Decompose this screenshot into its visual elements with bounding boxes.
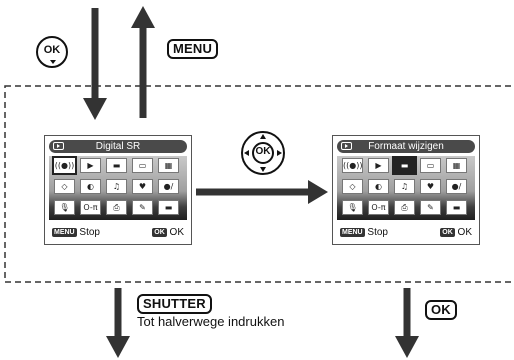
stop-label: Stop	[367, 227, 388, 238]
screen-footer: MENU Stop OK OK	[337, 226, 475, 240]
palette-icon[interactable]: ♫	[106, 179, 127, 194]
menu-key[interactable]: MENU	[167, 39, 219, 59]
palette-icon[interactable]: ▬	[446, 200, 467, 215]
palette-icon[interactable]: ▬	[158, 200, 179, 215]
ok-round-label: OK	[43, 44, 61, 56]
arrow-down-ok	[395, 288, 419, 358]
four-way-controller[interactable]: OK	[241, 131, 285, 175]
screen-title-bar: Formaat wijzigen	[337, 140, 475, 153]
left-arrow-icon	[244, 150, 249, 156]
palette-icon[interactable]: ⎙	[394, 200, 415, 215]
ok-key-icon: OK	[440, 228, 455, 237]
up-arrow-icon	[260, 134, 266, 139]
palette-icon[interactable]: ((●))	[342, 158, 363, 173]
palette-icon[interactable]: ⎙	[106, 200, 127, 215]
palette-icon[interactable]: ♥	[132, 179, 153, 194]
palette-icon[interactable]: ♫	[394, 179, 415, 194]
arrow-down-shutter	[106, 288, 130, 358]
footer-ok: OK OK	[440, 226, 472, 240]
arrow-right-center	[196, 180, 328, 204]
palette-icon[interactable]: ♥	[420, 179, 441, 194]
palette-icon[interactable]: ◐	[80, 179, 101, 194]
right-arrow-icon	[277, 150, 282, 156]
dashed-frame	[4, 85, 514, 283]
palette-icon[interactable]: ✎	[132, 200, 153, 215]
playback-icon	[341, 142, 352, 150]
palette-icon[interactable]: O-π	[80, 200, 101, 215]
palette-icon[interactable]: ▬	[106, 158, 127, 173]
screen-title: Digital SR	[95, 141, 141, 152]
palette-icon[interactable]: ▶	[80, 158, 101, 173]
ok-label: OK	[457, 227, 472, 238]
palette-icon[interactable]: ●/	[446, 179, 467, 194]
palette-icon[interactable]: ▭	[132, 158, 153, 173]
screen-footer: MENU Stop OK OK	[49, 226, 187, 240]
palette-icon[interactable]: ●/	[158, 179, 179, 194]
palette-icon[interactable]: ▦	[158, 158, 179, 173]
palette-icon[interactable]: ▦	[446, 158, 467, 173]
playback-icon	[53, 142, 64, 150]
palette-icon[interactable]: ▬	[392, 156, 417, 175]
down-triangle-icon	[50, 60, 56, 64]
ok-round-button[interactable]: OK	[36, 36, 68, 68]
ok-key-icon: OK	[152, 228, 167, 237]
down-arrow-icon	[260, 167, 266, 172]
screen-title-bar: Digital SR	[49, 140, 187, 153]
half-press-caption: Tot halverwege indrukken	[137, 314, 285, 329]
palette-icon[interactable]: ▶	[368, 158, 389, 173]
dpad-center	[252, 142, 274, 164]
palette-icon[interactable]: ((●))	[52, 156, 77, 175]
palette-icon[interactable]: ✎	[420, 200, 441, 215]
palette-icon[interactable]: O-π	[368, 200, 389, 215]
palette-icon[interactable]: 🎙	[54, 200, 75, 215]
lcd-screen-formaat-wijzigen: Formaat wijzigen ((●))▶▬▭▦◇◐♫♥●/🎙O-π⎙✎▬ …	[332, 135, 480, 245]
lcd-screen-digital-sr: Digital SR ((●))▶ ▬ ▭ ▦ ◇ ◐ ♫ ♥ ●/ 🎙 O-π ⎙ ✎ ▬ MENU S…	[44, 135, 192, 245]
footer-ok: OK OK	[152, 226, 184, 240]
palette-icon[interactable]: 🎙	[342, 200, 363, 215]
palette-icon[interactable]: ◇	[342, 179, 363, 194]
arrow-up-menu	[131, 6, 155, 118]
menu-key-icon: MENU	[52, 228, 77, 237]
screen-title: Formaat wijzigen	[368, 141, 444, 152]
menu-key-icon: MENU	[340, 228, 365, 237]
dpad-ok-label: OK	[255, 146, 271, 157]
shutter-key[interactable]: SHUTTER	[137, 294, 212, 314]
footer-stop: MENU Stop	[52, 226, 100, 240]
palette-icon[interactable]: ◐	[368, 179, 389, 194]
palette-icon[interactable]: ◇	[54, 179, 75, 194]
footer-stop: MENU Stop	[340, 226, 388, 240]
ok-label: OK	[169, 227, 184, 238]
stop-label: Stop	[79, 227, 100, 238]
palette-icon[interactable]: ▭	[420, 158, 441, 173]
arrow-down-top-left	[83, 8, 107, 120]
ok-key[interactable]: OK	[425, 300, 457, 320]
